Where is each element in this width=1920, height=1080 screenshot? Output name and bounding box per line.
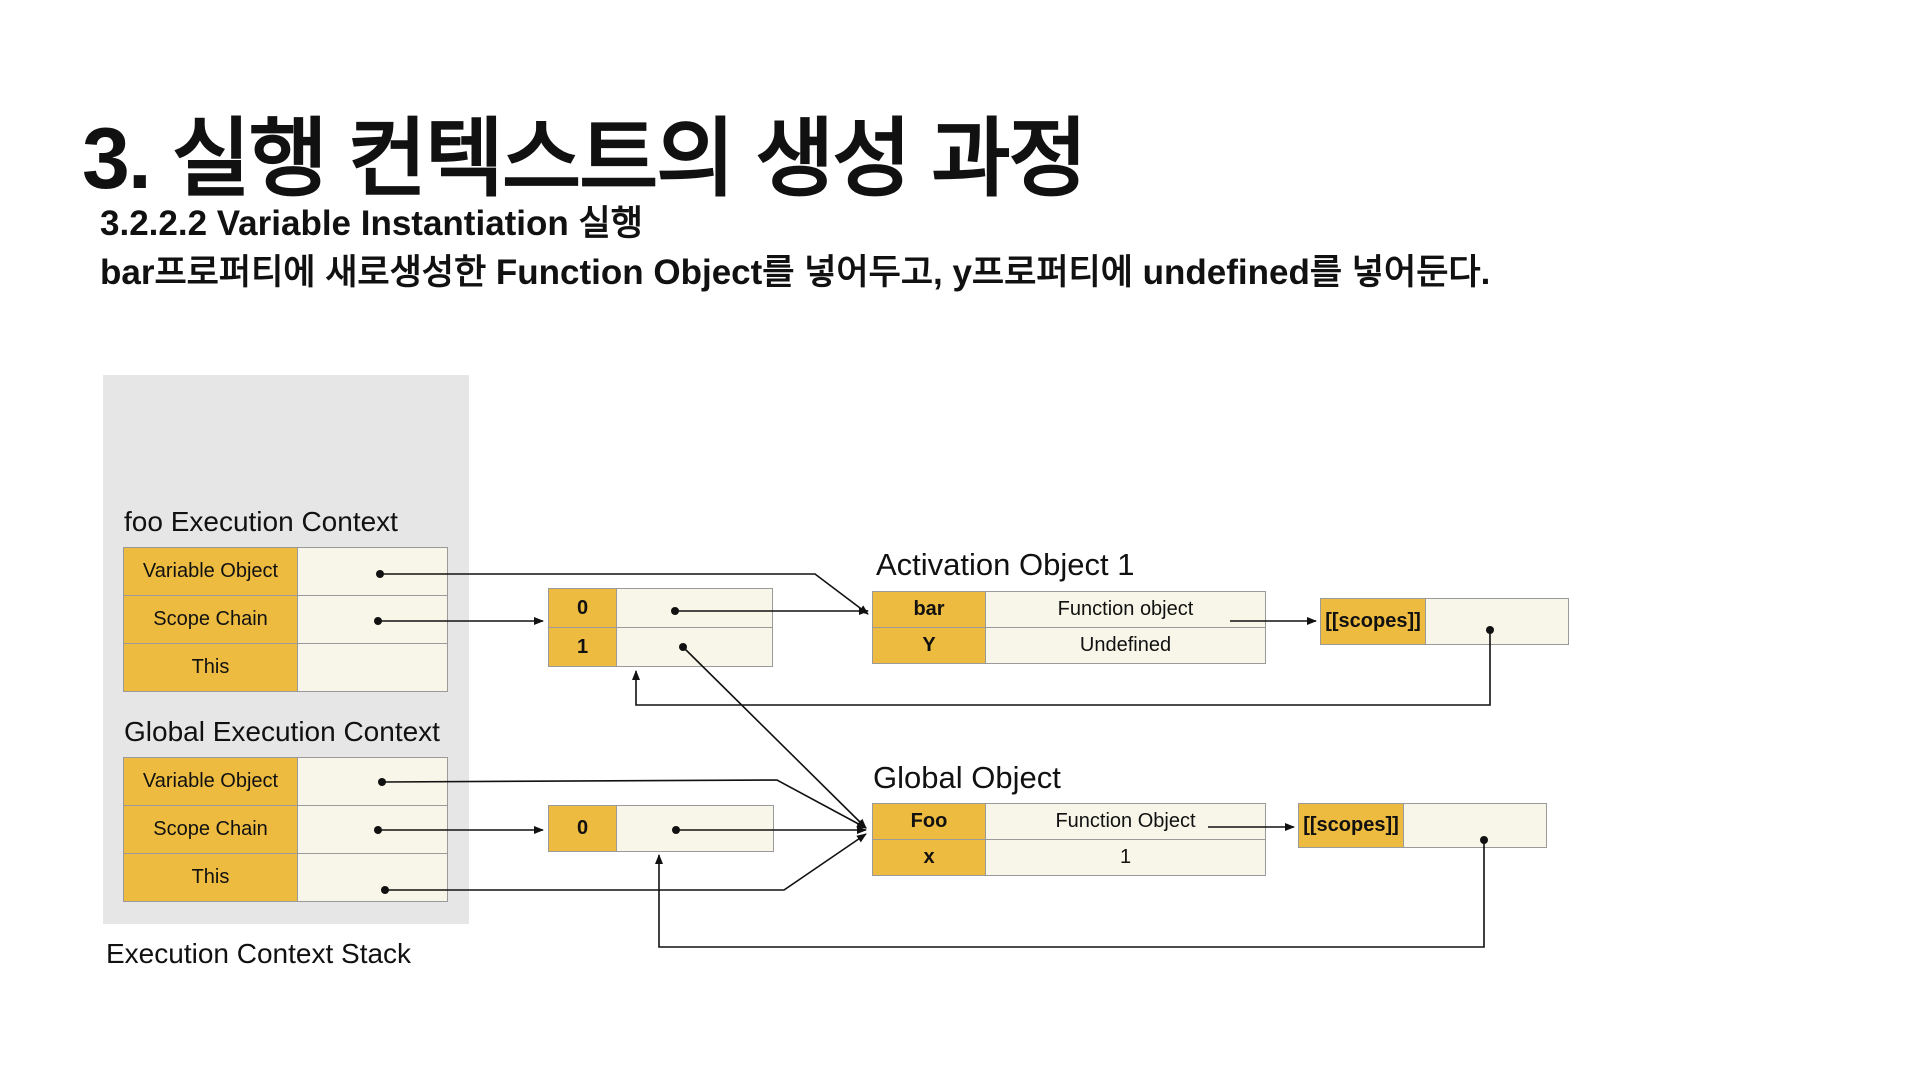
table-row: Scope Chain [123,805,448,854]
stack-label: Execution Context Stack [106,938,412,969]
activation-object: bar Function object Y Undefined [872,591,1266,664]
global-this-key: This [123,853,298,902]
slide-subtitle: 3.2.2.2 Variable Instantiation 실행 [100,204,643,243]
table-row: Variable Object [123,547,448,596]
foo-scope-chain-pointer [297,595,448,644]
connector-scope1-to-global-object [682,646,867,829]
foo-variable-object-key: Variable Object [123,547,298,596]
foo-variable-object-pointer [297,547,448,596]
global-context-label: Global Execution Context [124,716,440,747]
global-variable-object-pointer [297,757,448,806]
global-scope-chain-pointer [297,805,448,854]
bar-scopes-key: [[scopes]] [1320,598,1426,645]
table-row: bar Function object [872,591,1266,628]
slide-title: 3. 실행 컨텍스트의 생성 과정 [82,111,1088,207]
foo-scope-chain-key: Scope Chain [123,595,298,644]
bar-function-object: [[scopes]] [1320,598,1569,645]
scope-index-1: 1 [548,627,617,667]
table-row: 0 [548,588,773,628]
scope-index-0: 0 [548,588,617,628]
bar-scopes-pointer [1425,598,1569,645]
global-scope-chain-key: Scope Chain [123,805,298,854]
table-row: 0 [548,805,774,852]
foo-this-key: This [123,643,298,692]
global-execution-context: Variable Object Scope Chain This [123,757,448,902]
ao-value-bar: Function object [985,591,1266,628]
foo-function-object: [[scopes]] [1298,803,1547,848]
global-this-value [297,853,448,902]
table-row: 1 [548,627,773,667]
table-row: Foo Function Object [872,803,1266,840]
global-variable-object-key: Variable Object [123,757,298,806]
scope-pointer-1 [616,627,773,667]
table-row: This [123,643,448,692]
ao-value-y: Undefined [985,627,1266,664]
table-row: [[scopes]] [1320,598,1569,645]
table-row: Variable Object [123,757,448,806]
go-key-foo: Foo [872,803,986,840]
activation-object-label: Activation Object 1 [876,547,1135,582]
foo-scopes-pointer [1403,803,1547,848]
global-scope-pointer-0 [616,805,774,852]
table-row: This [123,853,448,902]
slide-description: bar프로퍼티에 새로생성한 Function Object를 넣어두고, y프… [100,253,1491,292]
global-scope-index-0: 0 [548,805,617,852]
foo-execution-context: Variable Object Scope Chain This [123,547,448,692]
table-row: x 1 [872,839,1266,876]
foo-scopes-key: [[scopes]] [1298,803,1404,848]
foo-this-value [297,643,448,692]
table-row: Y Undefined [872,627,1266,664]
global-object: Foo Function Object x 1 [872,803,1266,876]
global-object-label: Global Object [873,760,1061,795]
go-key-x: x [872,839,986,876]
global-scope-chain-list: 0 [548,805,774,852]
foo-context-label: foo Execution Context [124,506,398,537]
go-value-foo: Function Object [985,803,1266,840]
ao-key-bar: bar [872,591,986,628]
go-value-x: 1 [985,839,1266,876]
table-row: Scope Chain [123,595,448,644]
foo-scope-chain-list: 0 1 [548,588,773,667]
ao-key-y: Y [872,627,986,664]
table-row: [[scopes]] [1298,803,1547,848]
scope-pointer-0 [616,588,773,628]
